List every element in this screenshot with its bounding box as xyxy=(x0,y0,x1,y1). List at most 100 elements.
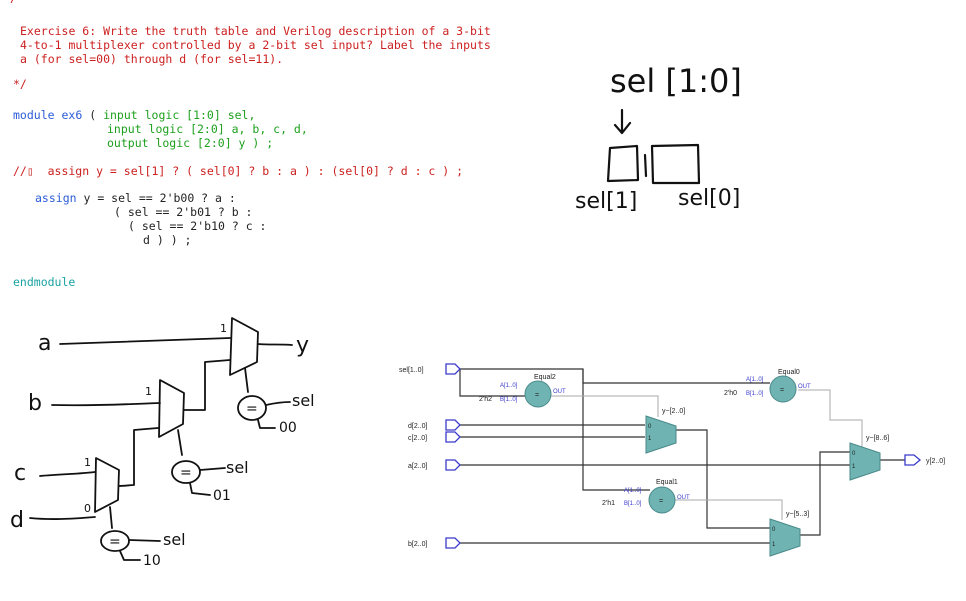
equal2-const: 2'h2 xyxy=(479,396,492,403)
assign-line-1: assign y = sel == 2'b00 ? a : xyxy=(35,191,236,205)
equal1-b: B[1..0] xyxy=(624,501,642,507)
equal0-eq: = xyxy=(780,387,784,394)
sel-split-sketch: sel [1:0] sel[1] sel[0] xyxy=(575,62,742,214)
sketch-sel0-label: sel[0] xyxy=(678,186,740,211)
module-declaration: module ex6 ( input logic [1:0] sel, xyxy=(13,108,255,122)
equal1-block xyxy=(648,486,676,514)
hd-input-b: b xyxy=(28,391,42,416)
equal2-block xyxy=(524,380,552,408)
mux-y-2-0-label: y~[2..0] xyxy=(662,408,685,415)
sch-wire-mux1-out xyxy=(800,451,850,536)
hd-mark-1a: 1 xyxy=(220,322,227,335)
hd-sel-label-mid: sel xyxy=(226,458,249,477)
hd-wire-mux2-out xyxy=(183,359,231,411)
hd-compare-bot xyxy=(100,530,130,552)
sketch-sel1-label: sel[1] xyxy=(575,189,637,214)
port-a-icon xyxy=(445,459,461,471)
comment-end: */ xyxy=(13,77,27,91)
paren-open: ( xyxy=(89,108,97,122)
port-y-icon xyxy=(904,454,922,466)
hd-sel-bot xyxy=(109,506,113,529)
assign-keyword: assign xyxy=(35,191,77,205)
mux-y-8-6-pin0: 0 xyxy=(852,451,856,457)
equal1-a: A[1..0] xyxy=(624,488,642,494)
hd-value-00: 00 xyxy=(279,420,297,436)
box-divider xyxy=(643,153,648,178)
hd-input-c: c xyxy=(14,461,26,486)
hd-lead-bot xyxy=(128,539,161,542)
port-y-label: y[2..0] xyxy=(926,458,945,465)
hd-mux-bottom xyxy=(94,457,120,513)
equal2-b: B[1..0] xyxy=(500,397,518,403)
comment-line-3: a (for sel=00) through d (for sel=11). xyxy=(20,52,284,66)
equal0-name: Equal0 xyxy=(778,369,800,376)
sch-sel-line-equal0 xyxy=(798,389,863,447)
port-b-icon xyxy=(445,537,461,549)
rtl-schematic: sel[1..0] d[2..0] c[2..0] a[2..0] b[2..0… xyxy=(399,363,945,557)
mux-y-2-0-pin1: 1 xyxy=(648,436,652,442)
equal2-out: OUT xyxy=(553,389,566,395)
hd-wire-a xyxy=(59,337,231,345)
comment-start: /* xyxy=(10,0,24,5)
hd-eq-top: = xyxy=(246,401,258,417)
hd-mark-1b: 1 xyxy=(145,385,152,398)
hd-input-d: d xyxy=(10,508,24,533)
sch-wire-sel-equal1 xyxy=(582,369,650,491)
port-a-label: a[2..0] xyxy=(408,463,428,470)
hd-sel-mid xyxy=(177,429,183,456)
comment-line-1: Exercise 6: Write the truth table and Ve… xyxy=(20,24,491,38)
port-b-label: b[2..0] xyxy=(408,541,428,548)
assign-line-4: d ) ) ; xyxy=(143,233,192,247)
hd-output-y: y xyxy=(296,333,309,358)
equal0-block xyxy=(769,375,797,403)
hd-wire-b xyxy=(51,402,161,407)
equal1-out: OUT xyxy=(677,495,690,501)
sketch-sel-title: sel [1:0] xyxy=(610,62,742,100)
equal0-b: B[1..0] xyxy=(746,391,764,397)
hd-wire-y xyxy=(257,343,293,346)
mux-y-5-3 xyxy=(769,518,801,557)
hd-wire-c xyxy=(39,471,96,477)
hd-mux-top xyxy=(229,317,259,376)
hd-compare-top xyxy=(237,395,267,421)
mux-y-8-6 xyxy=(849,442,881,481)
port-line-1: input logic [1:0] sel, xyxy=(103,108,256,122)
hd-sel-top xyxy=(244,367,249,393)
hd-value-10: 10 xyxy=(143,553,161,569)
handdrawn-mux-chain: a b c d y = = = xyxy=(10,317,315,569)
comment-line-2: 4-to-1 multiplexer controlled by a 2-bit… xyxy=(20,38,491,52)
equal1-const: 2'h1 xyxy=(602,500,615,507)
sch-sel-line-equal1 xyxy=(675,499,783,520)
port-line-3: output logic [2:0] y ) ; xyxy=(107,136,274,150)
port-d-icon xyxy=(445,419,461,431)
hd-wire-mux1-out xyxy=(118,427,159,487)
hd-lead-mid-val xyxy=(189,482,211,496)
port-sel-icon xyxy=(445,363,461,375)
hd-eq-bot: = xyxy=(109,534,121,550)
hd-lead-top-val xyxy=(257,419,276,429)
hd-mux-mid xyxy=(158,379,185,438)
equal0-a: A[1..0] xyxy=(746,377,764,383)
hd-lead-mid xyxy=(199,467,226,471)
mux-y-5-3-pin1: 1 xyxy=(772,542,776,548)
module-keyword: module xyxy=(13,108,55,122)
equal2-name: Equal2 xyxy=(534,374,556,381)
port-line-2: input logic [2:0] a, b, c, d, xyxy=(107,122,308,136)
hd-mark-0d: 0 xyxy=(84,502,91,515)
hd-sel-label-bot: sel xyxy=(163,530,186,549)
equal1-name: Equal1 xyxy=(656,479,678,486)
equal0-const: 2'h0 xyxy=(724,390,737,397)
hd-value-01: 01 xyxy=(213,488,231,504)
equal1-eq: = xyxy=(659,498,663,505)
equal2-eq: = xyxy=(535,392,539,399)
sch-wire-sel-equal2 xyxy=(459,369,525,397)
hd-mark-1c: 1 xyxy=(84,456,91,469)
hd-wire-d xyxy=(29,516,96,520)
sch-sel-line-equal2 xyxy=(550,395,659,417)
sch-wire-mux0-out xyxy=(676,429,770,529)
mux-y-8-6-pin1: 1 xyxy=(852,464,856,470)
sel1-box xyxy=(606,144,640,183)
module-name: ex6 xyxy=(61,108,83,122)
down-arrow-icon xyxy=(613,108,632,135)
